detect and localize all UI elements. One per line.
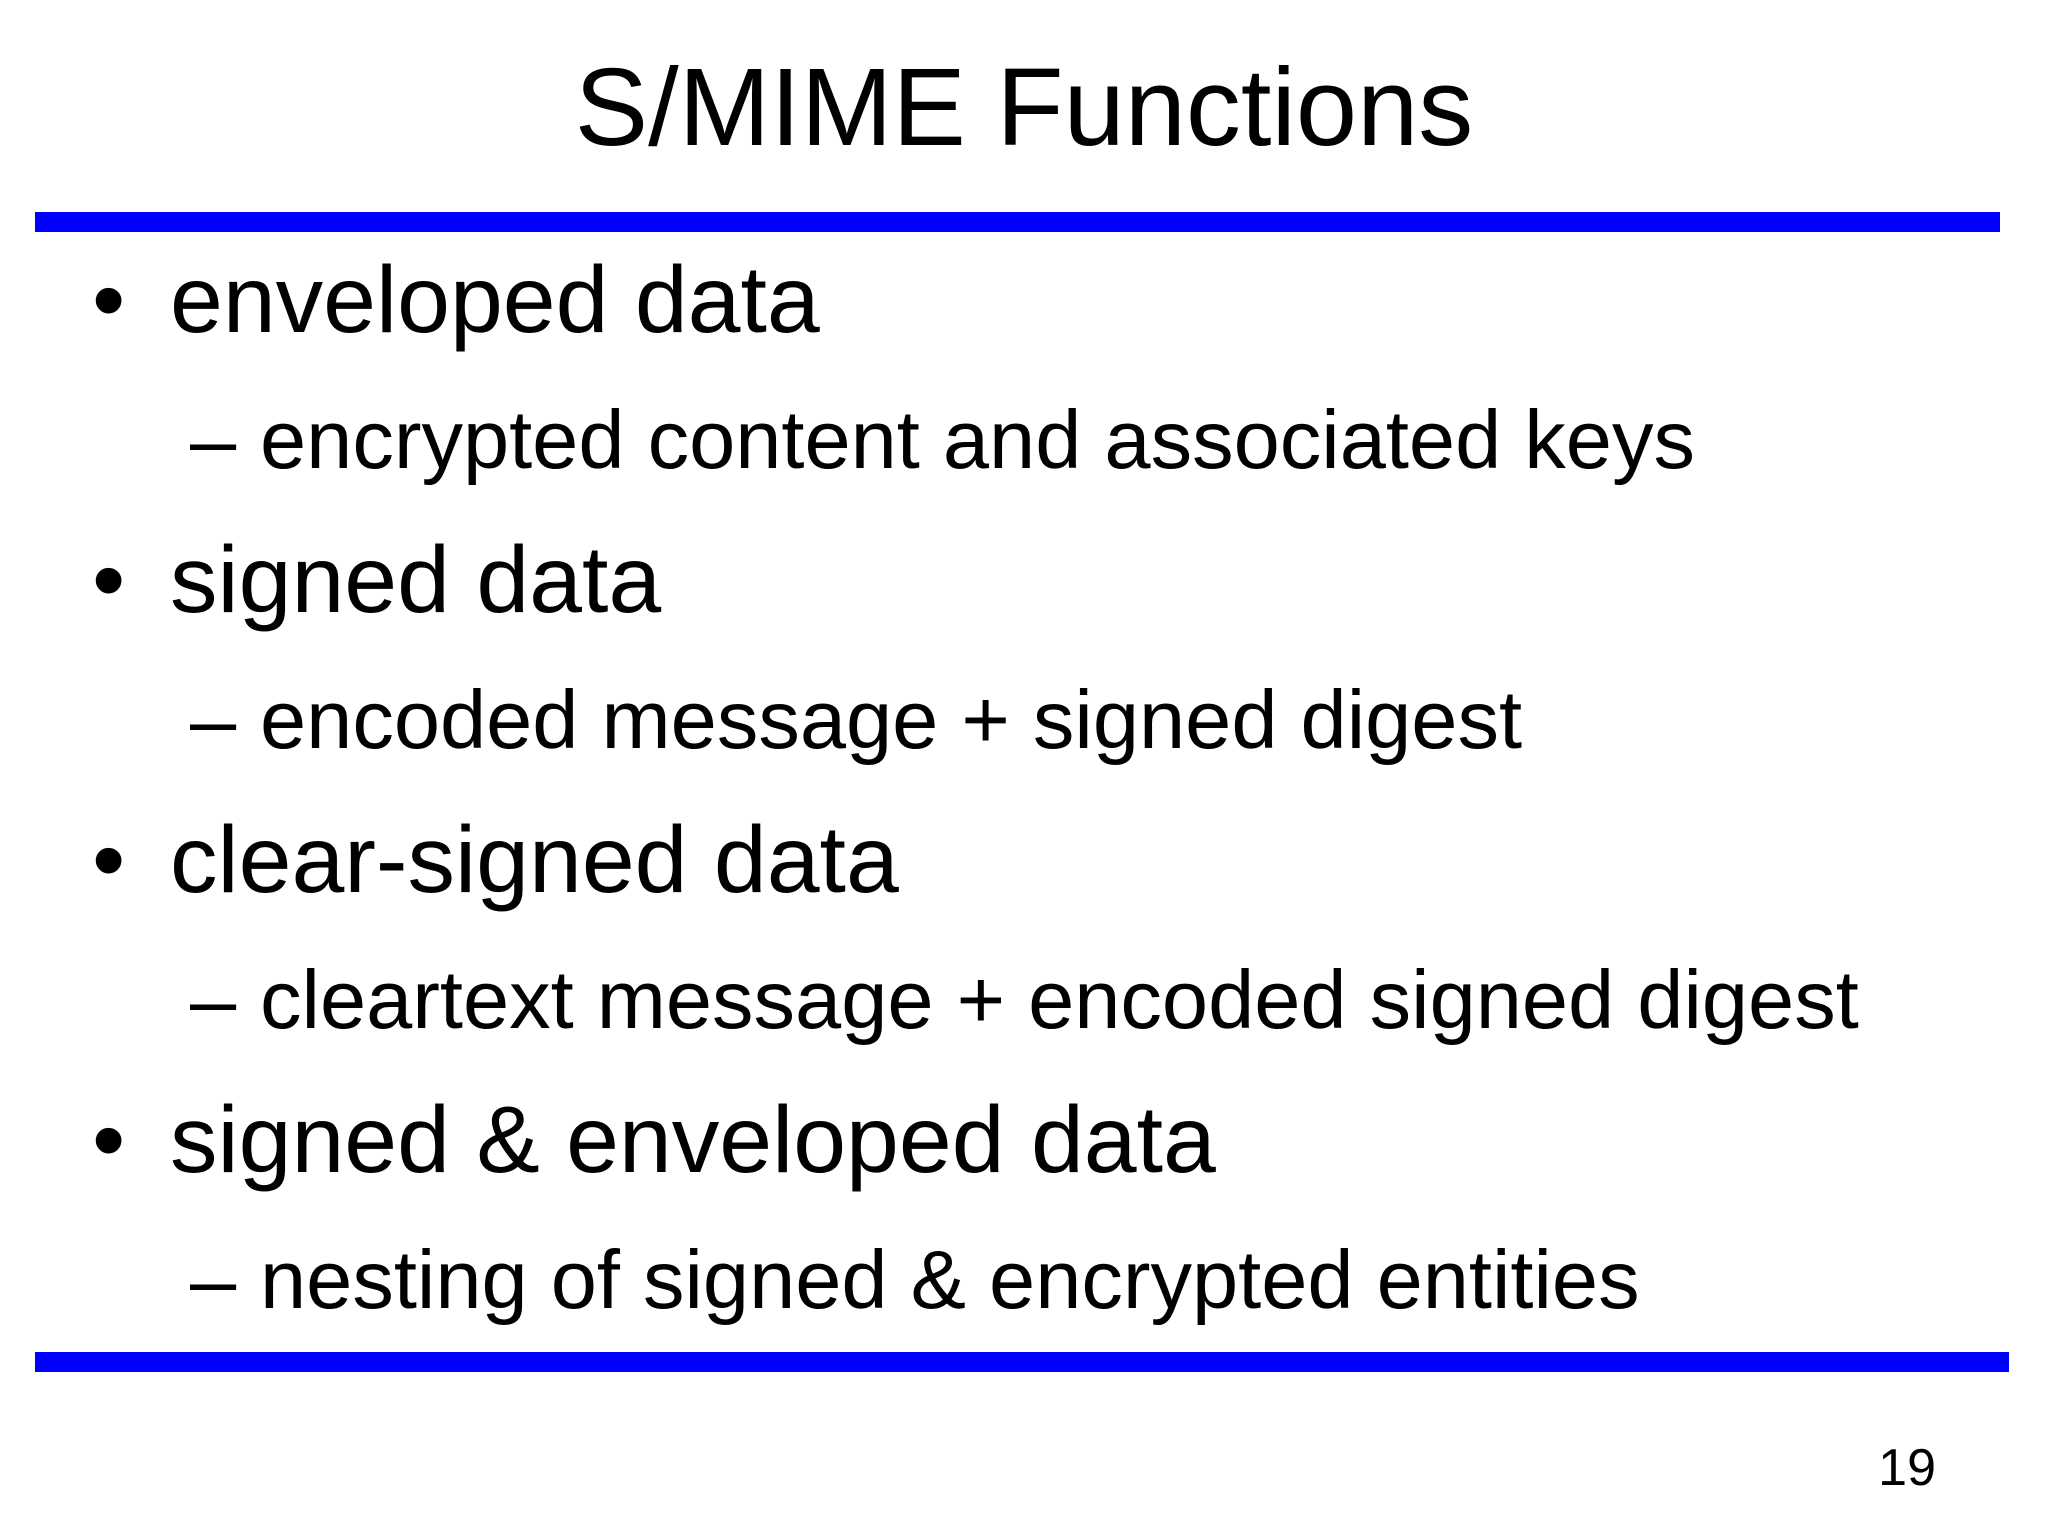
sub-bullet-marker: –	[190, 1233, 237, 1326]
sub-bullet-label: encrypted content and associated keys	[260, 393, 1695, 486]
bullet-label: clear-signed data	[170, 806, 899, 913]
sub-bullet-item: – cleartext message + encoded signed dig…	[0, 930, 2048, 1070]
bullet-label: enveloped data	[170, 246, 820, 353]
bullet-label: signed data	[170, 526, 662, 633]
bullet-label: signed & enveloped data	[170, 1086, 1216, 1193]
bullet-marker: •	[92, 1086, 126, 1193]
bullet-item: • enveloped data	[0, 230, 2048, 370]
bullet-item: • signed & enveloped data	[0, 1070, 2048, 1210]
sub-bullet-marker: –	[190, 393, 237, 486]
bullet-item: • signed data	[0, 510, 2048, 650]
footer-divider-rule	[35, 1352, 2009, 1372]
sub-bullet-item: – encrypted content and associated keys	[0, 370, 2048, 510]
sub-bullet-marker: –	[190, 673, 237, 766]
sub-bullet-label: cleartext message + encoded signed diges…	[260, 953, 1859, 1046]
sub-bullet-item: – encoded message + signed digest	[0, 650, 2048, 790]
page-number: 19	[1878, 1439, 1936, 1497]
sub-bullet-label: nesting of signed & encrypted entities	[260, 1233, 1640, 1326]
bullet-marker: •	[92, 526, 126, 633]
sub-bullet-label: encoded message + signed digest	[260, 673, 1523, 766]
bullet-item: • clear-signed data	[0, 790, 2048, 930]
bullet-list: • enveloped data – encrypted content and…	[0, 230, 2048, 1350]
bullet-marker: •	[92, 246, 126, 353]
sub-bullet-marker: –	[190, 953, 237, 1046]
title-divider-rule	[35, 212, 2000, 232]
slide-title: S/MIME Functions	[574, 46, 1474, 169]
bullet-marker: •	[92, 806, 126, 913]
sub-bullet-item: – nesting of signed & encrypted entities	[0, 1210, 2048, 1350]
